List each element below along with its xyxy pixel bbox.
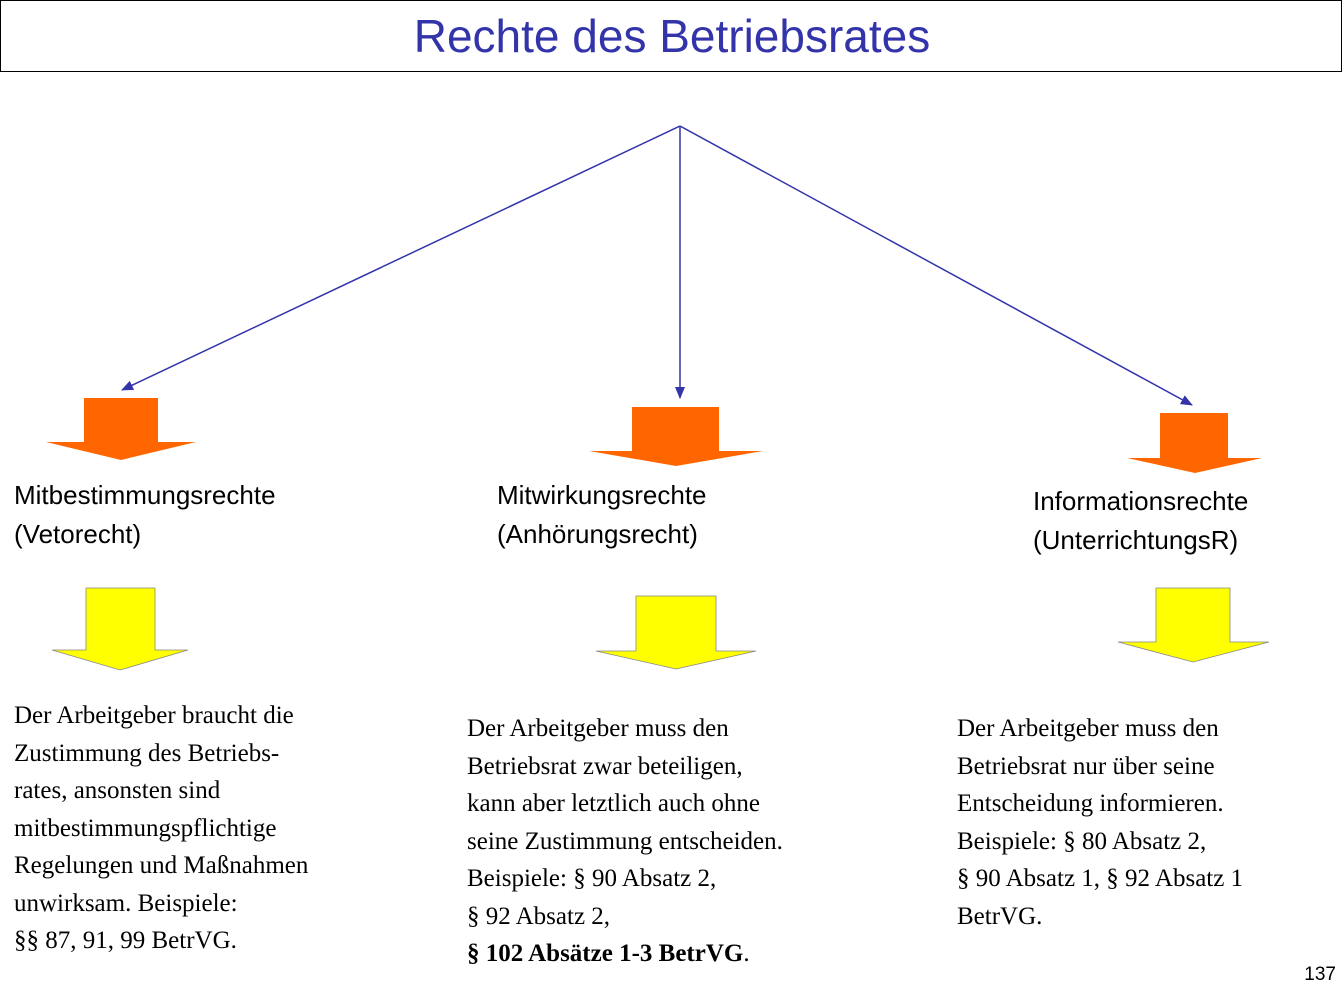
yellow-arrow-center [595,595,757,670]
desc-line: kann aber letztlich auch ohne [467,790,760,817]
orange-arrow-center [589,407,763,466]
heading-line: Mitbestimmungsrechte [14,480,276,510]
desc-line: Der Arbeitgeber muss den [467,715,729,742]
legal-reference-bold: § 102 Absätze 1-3 BetrVG [467,940,744,967]
connector-right [679,125,1193,406]
desc-mitwirkungsrechte: Der Arbeitgeber muss den Betriebsrat zwa… [467,710,783,973]
connector-left [121,125,681,391]
desc-line: Der Arbeitgeber braucht die [14,702,294,729]
heading-line: (UnterrichtungsR) [1033,525,1239,555]
heading-line: (Anhörungsrecht) [497,519,698,549]
desc-line: § 92 Absatz 2, [467,902,611,930]
title-frame [0,0,1342,72]
orange-arrow-left [46,398,196,460]
desc-line: rates, ansonsten sind [14,777,221,804]
desc-line: BetrVG. [957,902,1043,930]
desc-line: § 90 Absatz 1, § 92 Absatz 1 [957,865,1244,892]
yellow-arrow-right [1117,587,1270,663]
desc-line: Beispiele: § 80 Absatz 2, [957,827,1207,855]
desc-line: unwirksam. Beispiele: [14,889,238,917]
desc-line: Regelungen und Maßnahmen [14,852,309,879]
desc-tail: . [743,940,750,967]
desc-line: mitbestimmungspflichtige [14,814,277,842]
heading-line: Informationsrechte [1033,486,1249,516]
heading-line: Mitwirkungsrechte [497,480,707,510]
heading-mitbestimmungsrechte: Mitbestimmungsrechte (Vetorecht) [14,476,276,554]
orange-arrow-right [1127,413,1262,473]
desc-line: Der Arbeitgeber muss den [957,715,1219,742]
slide-title: Rechte des Betriebsrates [413,10,931,62]
desc-line: Zustimmung des Betriebs- [14,739,280,767]
desc-line-legal-ref: § 102 Absätze 1-3 BetrVG. [467,935,783,973]
desc-line: Entscheidung informieren. [957,790,1224,817]
page-number: 137 [1304,964,1336,985]
desc-line: seine Zustimmung entscheiden. [467,827,783,855]
heading-informationsrechte: Informationsrechte (UnterrichtungsR) [1033,482,1248,560]
heading-mitwirkungsrechte: Mitwirkungsrechte (Anhörungsrecht) [497,476,707,554]
desc-line: Betriebsrat nur über seine [957,752,1215,780]
desc-line: Beispiele: § 90 Absatz 2, [467,865,717,892]
desc-mitbestimmungsrechte: Der Arbeitgeber braucht die Zustimmung d… [14,697,308,960]
desc-line: Betriebsrat zwar beteiligen, [467,752,743,780]
desc-line: §§ 87, 91, 99 BetrVG. [14,927,237,954]
heading-line: (Vetorecht) [14,519,142,549]
yellow-arrow-left [51,587,189,671]
desc-informationsrechte: Der Arbeitgeber muss den Betriebsrat nur… [957,710,1243,935]
